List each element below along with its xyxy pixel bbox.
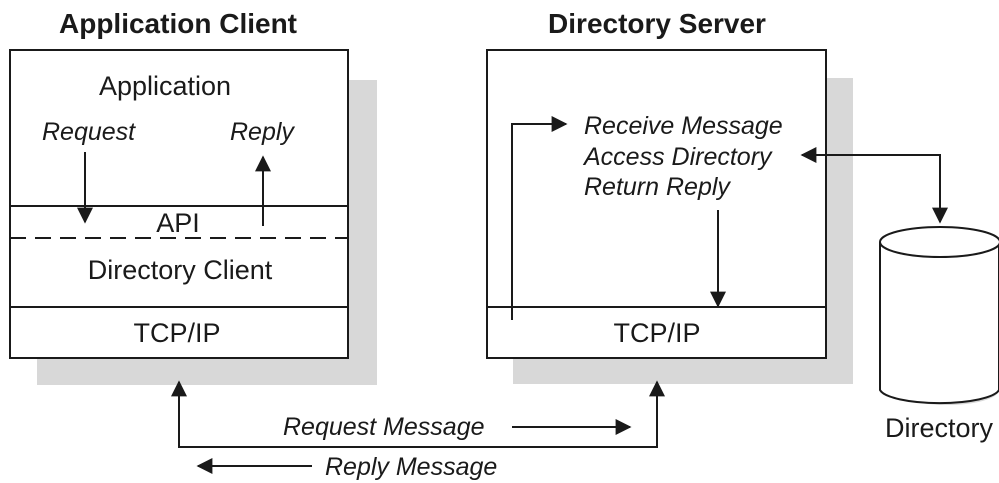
directory-database-icon — [879, 226, 999, 405]
directory-client-label: Directory Client — [88, 255, 273, 285]
api-label: API — [156, 208, 200, 238]
api-label-bg — [148, 212, 206, 234]
server-tcpip-label: TCP/IP — [613, 318, 700, 348]
application-client-box: Application Request Reply API Directory … — [9, 49, 377, 385]
cylinder-body — [879, 242, 999, 405]
directory-label: Directory — [885, 413, 994, 443]
directory-server-box: Receive Message Access Directory Return … — [486, 49, 853, 384]
reply-label: Reply — [230, 118, 295, 146]
client-heading: Application Client — [59, 8, 297, 39]
reply-message-label: Reply Message — [325, 453, 497, 481]
access-directory-label: Access Directory — [582, 143, 773, 171]
application-label: Application — [99, 71, 231, 101]
directory-access-arrow — [800, 147, 948, 224]
cylinder-top — [879, 226, 999, 258]
server-frame — [486, 49, 827, 359]
receive-arrow — [511, 116, 568, 320]
return-reply-label: Return Reply — [584, 173, 731, 201]
network-connection — [171, 380, 665, 448]
client-tcpip-label: TCP/IP — [133, 318, 220, 348]
server-heading: Directory Server — [548, 8, 766, 39]
receive-message-label: Receive Message — [584, 112, 783, 140]
request-label: Request — [42, 118, 136, 146]
request-message-label: Request Message — [283, 413, 485, 441]
